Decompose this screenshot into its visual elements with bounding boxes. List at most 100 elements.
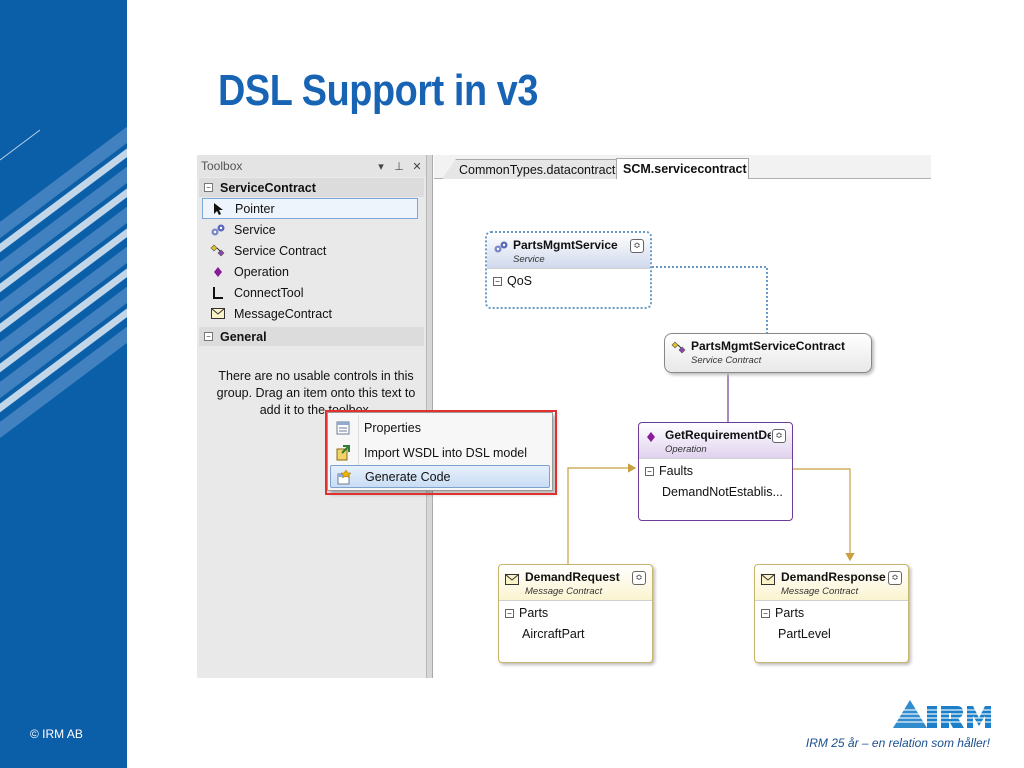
compartment-child-item[interactable]: PartLevel [778, 627, 831, 641]
collapse-icon[interactable]: ≎ [772, 429, 786, 443]
collapse-icon[interactable]: − [204, 183, 213, 192]
message-contract-icon [505, 572, 521, 588]
collapse-icon[interactable]: ≎ [888, 571, 902, 585]
menu-icon-column-divider [358, 415, 359, 488]
shape-name: PartsMgmtService [513, 238, 618, 252]
shape-kind: Message Contract [781, 586, 859, 597]
menu-item-import-wsdl[interactable]: Import WSDL into DSL model [330, 441, 550, 464]
connect-tool-icon [210, 285, 226, 301]
toolbox-empty-message: There are no usable controls in this gro… [216, 369, 416, 417]
service-contract-icon [671, 341, 687, 357]
request-to-operation-connector [567, 463, 637, 564]
compartment-child-item[interactable]: AircraftPart [522, 627, 585, 641]
compartment-label: Parts [519, 606, 549, 620]
menu-item-label: Generate Code [365, 469, 451, 484]
compartment-parts[interactable]: − Parts [755, 601, 908, 620]
collapse-icon[interactable]: ≎ [630, 239, 644, 253]
toolbox-item-label: Operation [234, 264, 289, 279]
group-label: General [220, 329, 267, 344]
close-icon[interactable]: ✕ [412, 160, 422, 173]
pointer-icon [211, 201, 227, 217]
service-contract-icon [210, 243, 226, 259]
demand-request-shape[interactable]: DemandRequest Message Contract ≎ − Parts… [498, 564, 653, 663]
shape-kind: Operation [665, 444, 707, 455]
toolbox-header: Toolbox ▾ ⊥ ✕ [197, 155, 426, 177]
compartment-toggle-icon[interactable]: − [505, 608, 514, 618]
toolbox-item-label: MessageContract [234, 306, 332, 321]
import-wsdl-icon [330, 444, 356, 461]
compartment-label: Parts [775, 606, 805, 620]
compartment-qos[interactable]: − QoS [487, 269, 650, 288]
toolbox-item-service-contract[interactable]: Service Contract [202, 240, 418, 261]
compartment-toggle-icon[interactable]: − [645, 466, 654, 476]
compartment-toggle-icon[interactable]: − [493, 276, 502, 286]
toolbox-item-label: Pointer [235, 201, 275, 216]
toolbox-item-service[interactable]: Service [202, 219, 418, 240]
tab-commontypes-datacontract[interactable]: CommonTypes.datacontract [442, 159, 617, 179]
operation-shape[interactable]: GetRequirementDe Operation ≎ − Faults De… [638, 422, 793, 521]
service-icon [493, 240, 509, 256]
compartment-parts[interactable]: − Parts [499, 601, 652, 620]
service-shape[interactable]: PartsMgmtService Service ≎ − QoS [485, 231, 652, 309]
toolbox-group-general[interactable]: − General [199, 327, 424, 346]
compartment-faults[interactable]: − Faults [639, 459, 792, 478]
demand-response-shape[interactable]: DemandResponse Message Contract ≎ − Part… [754, 564, 909, 663]
decorative-stripes [0, 126, 127, 439]
toolbox-item-operation[interactable]: Operation [202, 261, 418, 282]
toolbox-item-label: Service Contract [234, 243, 327, 258]
toolbox-item-label: ConnectTool [234, 285, 304, 300]
menu-item-generate-code[interactable]: Generate Code [330, 465, 550, 488]
group-label: ServiceContract [220, 180, 316, 195]
collapse-icon[interactable]: ≎ [632, 571, 646, 585]
service-icon [210, 222, 226, 238]
compartment-label: Faults [659, 464, 694, 478]
operation-to-response-connector [793, 468, 855, 562]
toolbox-item-pointer[interactable]: Pointer [202, 198, 418, 219]
toolbox-item-messagecontract[interactable]: MessageContract [202, 303, 418, 324]
toolbox-item-connecttool[interactable]: ConnectTool [202, 282, 418, 303]
shape-header: GetRequirementDe Operation ≎ [639, 423, 792, 459]
shape-header: DemandResponse Message Contract ≎ [755, 565, 908, 601]
message-contract-icon [761, 572, 777, 588]
diagram-connectors [567, 266, 855, 564]
toolbox-group-servicecontract[interactable]: − ServiceContract [199, 178, 424, 197]
menu-item-label: Properties [364, 420, 421, 435]
shape-kind: Service [513, 254, 545, 265]
toolbox-title: Toolbox [201, 159, 243, 173]
shape-name: GetRequirementDe [665, 428, 771, 442]
pin-icon[interactable]: ⊥ [394, 160, 404, 173]
shape-name: PartsMgmtServiceContract [691, 339, 846, 353]
service-to-contract-connector [652, 266, 768, 333]
tab-scm-servicecontract[interactable]: SCM.servicecontract [616, 158, 749, 179]
shape-name: DemandResponse [781, 570, 886, 584]
menu-item-label: Import WSDL into DSL model [364, 445, 528, 460]
shape-header: PartsMgmtService Service ≎ [487, 233, 650, 269]
left-brand-band: © IRM AB [0, 0, 127, 768]
menu-item-properties[interactable]: Properties [330, 416, 550, 439]
toolbox-item-label: Service [234, 222, 276, 237]
shape-name: DemandRequest [525, 570, 620, 584]
irm-logo [893, 700, 991, 728]
context-menu: Properties Import WSDL into DSL model Ge… [325, 410, 557, 495]
collapse-icon[interactable]: − [204, 332, 213, 341]
compartment-child-item[interactable]: DemandNotEstablis... [662, 485, 783, 499]
ide-screenshot: Toolbox ▾ ⊥ ✕ − ServiceContract Pointer … [197, 155, 931, 678]
shape-header: PartsMgmtServiceContract Service Contrac… [665, 334, 871, 372]
dropdown-icon[interactable]: ▾ [378, 160, 384, 173]
message-contract-icon [210, 306, 226, 322]
properties-icon [330, 420, 356, 436]
shape-kind: Message Contract [525, 586, 603, 597]
copyright-text: © IRM AB [30, 727, 83, 741]
compartment-toggle-icon[interactable]: − [761, 608, 770, 618]
shape-header: DemandRequest Message Contract ≎ [499, 565, 652, 601]
service-contract-shape[interactable]: PartsMgmtServiceContract Service Contrac… [664, 333, 872, 373]
compartment-label: QoS [507, 274, 533, 288]
slide-title: DSL Support in v3 [218, 66, 538, 115]
shape-kind: Service Contract [691, 355, 762, 366]
footer-tagline: IRM 25 år – en relation som håller! [805, 736, 990, 750]
document-tab-bar: CommonTypes.datacontract SCM.servicecont… [434, 155, 931, 179]
generate-code-icon [331, 469, 357, 485]
operation-icon [210, 264, 226, 280]
operation-icon [645, 430, 661, 446]
